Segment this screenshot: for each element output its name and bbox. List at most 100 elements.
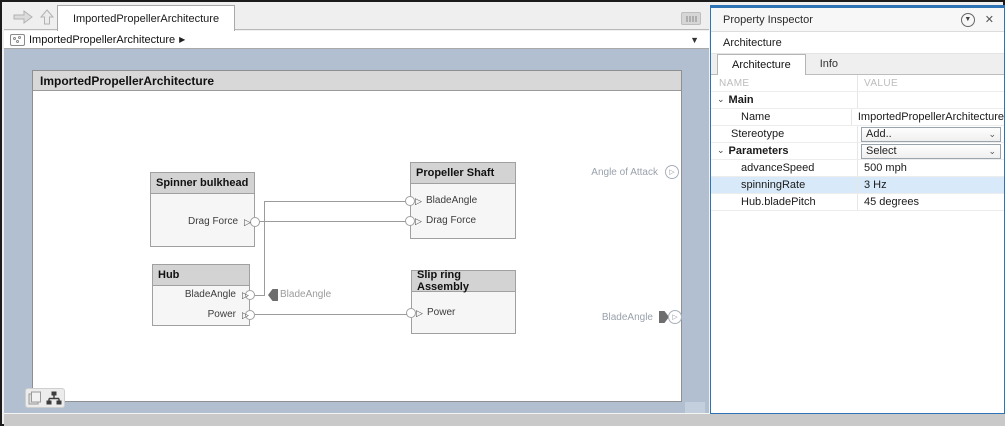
chevron-down-icon: ⌄ (988, 128, 996, 139)
external-port-angle-of-attack[interactable]: ▷ (665, 165, 679, 179)
interface-tag-icon (659, 311, 669, 323)
port-triangle-icon: ▷ (242, 310, 249, 320)
interface-tag-icon[interactable] (268, 289, 278, 301)
port-triangle-icon: ▷ (416, 308, 423, 318)
selected-object-name: Architecture (723, 36, 782, 49)
tab-architecture[interactable]: Architecture (717, 54, 806, 75)
diagram-title-bar: ImportedPropellerArchitecture (33, 71, 681, 91)
menu-caret: ▼ (964, 16, 972, 23)
architecture-model-icon (10, 33, 25, 46)
block-slip-ring-assembly-header: Slip ring Assembly (412, 269, 515, 293)
property-inspector-header: Property Inspector ▼ ✕ (711, 8, 1004, 32)
port-triangle-icon: ▷ (669, 169, 675, 176)
diagram-title: ImportedPropellerArchitecture (40, 73, 215, 88)
port-out-dragforce-bump[interactable] (250, 217, 260, 227)
port-triangle-icon: ▷ (415, 196, 422, 206)
wire-dragforce[interactable] (255, 221, 406, 222)
field-row-spinningrate[interactable]: spinningRate 3 Hz (711, 177, 1004, 194)
close-icon[interactable]: ✕ (984, 14, 994, 26)
port-out-bladeangle-bump[interactable] (245, 290, 255, 300)
breadcrumb-bar: ImportedPropellerArchitecture ▶ ▼ (4, 31, 709, 49)
field-name: Name (741, 111, 771, 123)
port-triangle-icon: ▷ (672, 314, 678, 321)
property-table: NAME VALUE ⌄ Main Name ImportedPropeller… (711, 75, 1004, 211)
field-row-advancespeed[interactable]: advanceSpeed 500 mph (711, 160, 1004, 177)
property-inspector-title: Property Inspector (723, 13, 813, 26)
wire-bladeangle-horizontal[interactable] (264, 201, 406, 202)
block-propeller-shaft[interactable]: Propeller Shaft (410, 162, 516, 239)
property-inspector-panel: Property Inspector ▼ ✕ Architecture Arch… (710, 5, 1005, 414)
port-label: Drag Force (426, 215, 477, 226)
breadcrumb-dropdown-icon[interactable]: ▼ (690, 34, 699, 45)
chevron-down-icon[interactable]: ⌄ (717, 93, 725, 104)
block-hub-label: Hub (158, 269, 180, 281)
port-label: Power (427, 307, 456, 318)
field-value[interactable]: 45 degrees (864, 196, 920, 208)
hidden-toolstrip-badge-icon[interactable] (681, 12, 701, 25)
up-arrow-icon[interactable] (38, 8, 56, 26)
port-label: Drag Force (187, 216, 238, 227)
field-value[interactable]: 3 Hz (864, 179, 887, 191)
port-in-dragforce-bump[interactable] (405, 216, 415, 226)
scrollbar-corner[interactable] (685, 402, 705, 413)
dropdown-value: Add.. (866, 128, 892, 140)
block-spinner-bulkhead-label: Spinner bulkhead (156, 177, 249, 189)
breadcrumb-path[interactable]: ImportedPropellerArchitecture (29, 33, 176, 46)
wire-bladeangle-stub[interactable] (255, 295, 265, 296)
block-spinner-bulkhead-header: Spinner bulkhead (151, 173, 254, 194)
field-value[interactable]: 500 mph (864, 162, 907, 174)
port-label: BladeAngle (426, 195, 478, 206)
group-row-main[interactable]: ⌄ Main (711, 92, 1004, 109)
field-name: advanceSpeed (741, 162, 815, 174)
chevron-down-icon: ⌄ (988, 145, 996, 156)
block-spinner-bulkhead[interactable]: Spinner bulkhead (150, 172, 255, 247)
tab-label: Info (819, 58, 839, 70)
block-hub-header: Hub (153, 265, 249, 286)
tab-info[interactable]: Info (806, 54, 852, 74)
field-row-name[interactable]: Name ImportedPropellerArchitecture (711, 109, 1004, 126)
hierarchy-tree-icon[interactable] (46, 391, 62, 405)
chevron-down-icon[interactable]: ⌄ (717, 144, 725, 155)
port-triangle-icon: ▷ (242, 290, 249, 300)
port-triangle-icon: ▷ (244, 217, 251, 227)
panel-menu-icon[interactable]: ▼ (960, 12, 975, 27)
port-in-power-bump[interactable] (406, 308, 416, 318)
block-hub[interactable]: Hub (152, 264, 250, 326)
external-port-label: Angle of Attack (591, 167, 658, 178)
model-tab-label: ImportedPropellerArchitecture (72, 12, 220, 25)
port-out-power-bump[interactable] (245, 310, 255, 320)
model-tab[interactable]: ImportedPropellerArchitecture (57, 5, 235, 31)
interface-tag-label: BladeAngle (280, 289, 332, 300)
group-label: Parameters (728, 145, 789, 157)
stereotype-dropdown[interactable]: Add.. ⌄ (861, 126, 1001, 142)
block-slip-ring-assembly[interactable]: Slip ring Assembly (411, 269, 516, 334)
window-bottom-band (4, 413, 1005, 426)
diagram-sheet (32, 70, 682, 402)
view-badge-chip (25, 388, 65, 408)
group-label: Main (728, 94, 754, 106)
tab-label: Architecture (732, 59, 791, 71)
field-name: spinningRate (741, 179, 806, 191)
table-header-row: NAME VALUE (711, 75, 1004, 92)
block-propeller-shaft-header: Propeller Shaft (411, 163, 515, 184)
block-propeller-shaft-label: Propeller Shaft (416, 167, 495, 179)
port-in-bladeangle-bump[interactable] (405, 196, 415, 206)
wire-bladeangle-vertical[interactable] (264, 201, 265, 296)
sheets-stack-icon[interactable] (28, 391, 42, 405)
field-row-stereotype[interactable]: Stereotype Add.. ⌄ (711, 126, 1004, 143)
field-row-hubbladepitch[interactable]: Hub.bladePitch 45 degrees (711, 194, 1004, 211)
parameters-dropdown[interactable]: Select ⌄ (861, 143, 1001, 159)
forward-arrow-icon[interactable] (12, 9, 34, 25)
group-row-parameters[interactable]: ⌄ Parameters Select ⌄ (711, 143, 1004, 160)
field-value[interactable]: ImportedPropellerArchitecture (857, 111, 1004, 123)
external-port-label: BladeAngle (601, 312, 653, 323)
block-slip-ring-assembly-label: Slip ring Assembly (417, 269, 469, 293)
port-triangle-icon: ▷ (415, 216, 422, 226)
breadcrumb-caret-icon[interactable]: ▶ (179, 35, 186, 44)
field-name: Hub.bladePitch (741, 196, 816, 208)
external-port-bladeangle[interactable]: ▷ (668, 310, 682, 324)
port-label: Power (207, 309, 236, 320)
wire-power[interactable] (255, 314, 407, 315)
column-header-value: VALUE (864, 77, 899, 89)
selected-object-row: Architecture (711, 32, 1004, 54)
